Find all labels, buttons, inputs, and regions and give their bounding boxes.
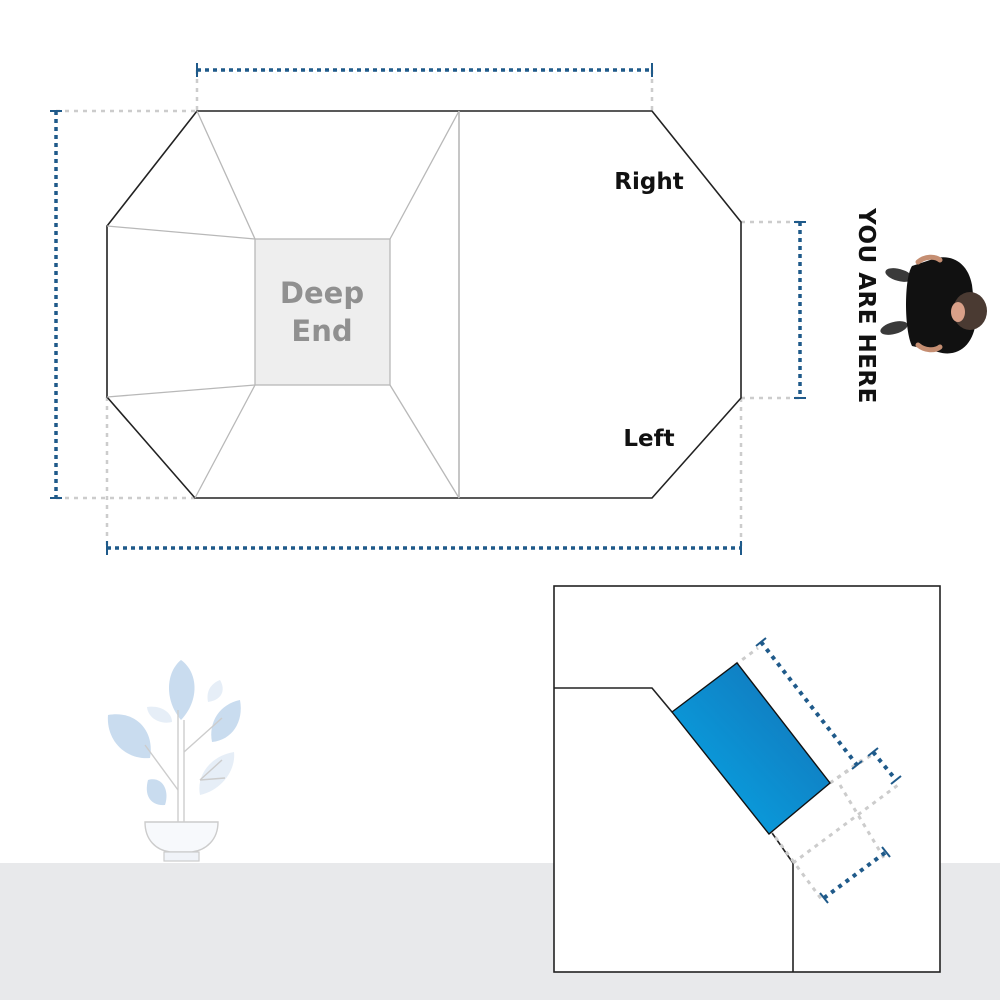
deep-end-slopes xyxy=(106,110,460,499)
deep-end-label-2: End xyxy=(291,314,352,348)
right-label: Right xyxy=(614,169,683,195)
person-top-view-icon xyxy=(880,254,987,354)
dimension-ticks xyxy=(50,63,806,555)
deep-end-label-1: Deep xyxy=(280,276,364,310)
deep-end-box xyxy=(254,238,391,386)
dimension-step-depth xyxy=(871,750,898,782)
inset-corner-detail xyxy=(553,585,941,973)
extension-lines xyxy=(56,70,800,548)
potted-plant-icon xyxy=(107,660,241,862)
dimension-lines xyxy=(54,68,802,550)
pool-outline xyxy=(106,110,742,499)
dimension-seat-width xyxy=(822,850,888,900)
you-are-here-label: YOU ARE HERE xyxy=(853,208,879,404)
left-label: Left xyxy=(623,426,674,452)
step-block xyxy=(671,662,831,835)
